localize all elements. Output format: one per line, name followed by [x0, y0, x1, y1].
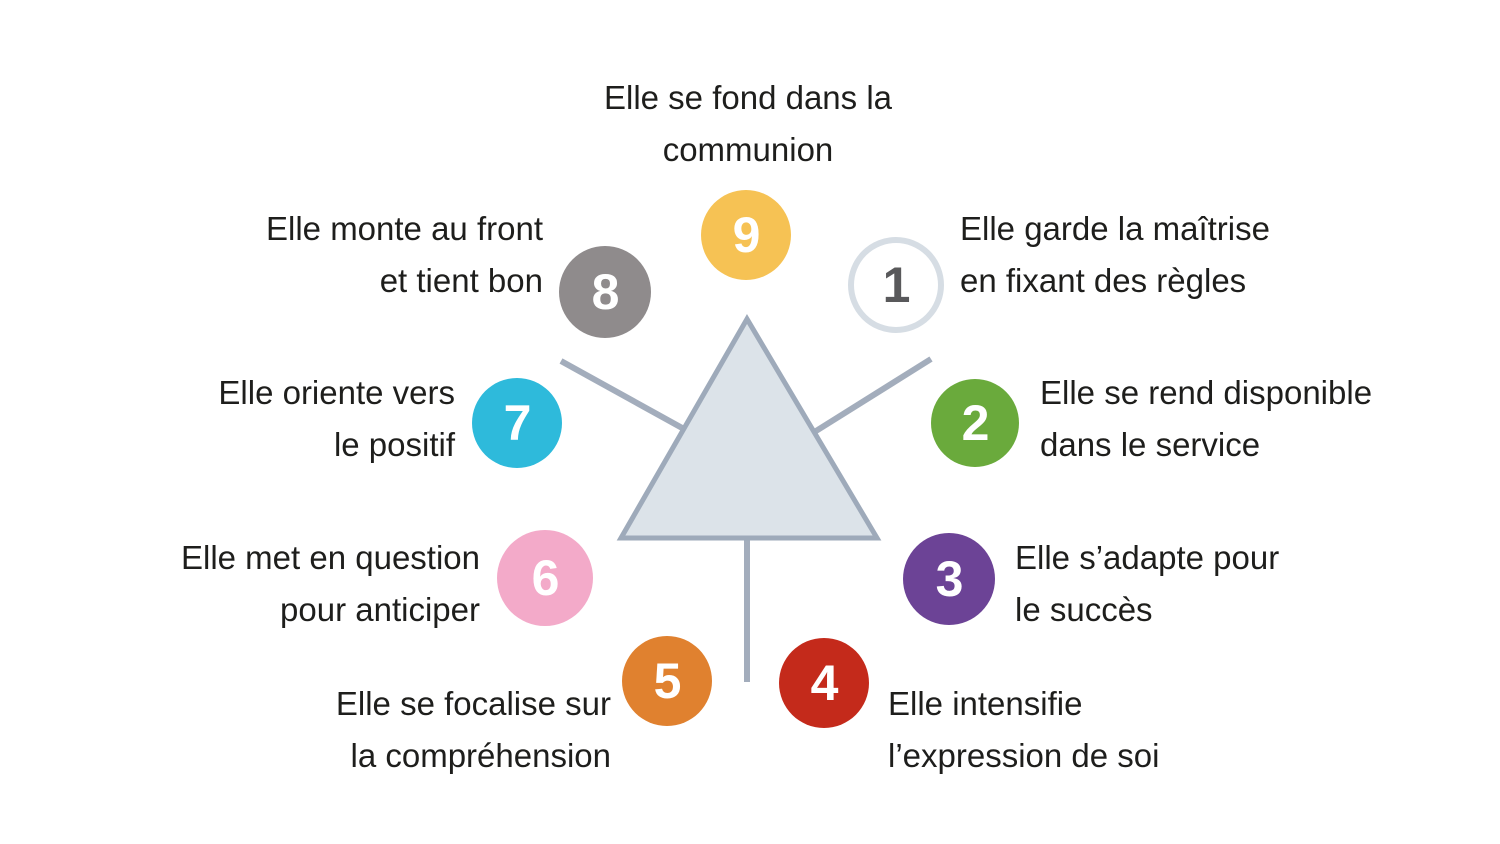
type-5-badge: 5	[622, 636, 712, 726]
label-line: dans le service	[1040, 426, 1261, 463]
type-9-badge: 9	[701, 190, 791, 280]
type-3-label: Elle s’adapte pour le succès	[1015, 532, 1279, 636]
label-line: Elle se fond dans la	[603, 79, 893, 116]
type-4-badge: 4	[779, 638, 869, 728]
type-6-number: 6	[531, 550, 560, 606]
type-1-badge: 1	[848, 237, 944, 333]
type-3-number: 3	[935, 551, 964, 607]
type-7-label: Elle oriente vers le positif	[218, 367, 455, 471]
type-5-number: 5	[653, 653, 682, 709]
type-1-label: Elle garde la maîtrise en fixant des règ…	[960, 203, 1270, 307]
label-line: Elle intensifie	[888, 685, 1083, 722]
type-6-badge: 6	[497, 530, 593, 626]
label-line: Elle oriente vers	[218, 374, 455, 411]
label-line: et tient bon	[379, 262, 543, 299]
type-4-number: 4	[810, 655, 839, 711]
type-5-label: Elle se focalise sur la compréhension	[336, 678, 611, 782]
label-line: Elle s’adapte pour	[1015, 539, 1280, 576]
type-2-label: Elle se rend disponible dans le service	[1040, 367, 1372, 471]
type-2-number: 2	[961, 395, 990, 451]
triangle-shape	[616, 314, 882, 541]
connector-line-left	[559, 358, 686, 432]
type-8-number: 8	[591, 264, 620, 320]
type-8-badge: 8	[559, 246, 651, 338]
type-3-badge: 3	[903, 533, 995, 625]
type-7-number: 7	[503, 395, 532, 451]
type-4-label: Elle intensifie l’expression de soi	[888, 678, 1159, 782]
type-8-label: Elle monte au front et tient bon	[266, 203, 543, 307]
connector-line-right	[814, 356, 933, 434]
label-line: l’expression de soi	[888, 737, 1160, 774]
label-line: le succès	[1015, 591, 1153, 628]
label-line: Elle se rend disponible	[1040, 374, 1373, 411]
type-7-badge: 7	[472, 378, 562, 468]
label-line: Elle met en question	[180, 539, 480, 576]
type-9-number: 9	[732, 207, 761, 263]
label-line: pour anticiper	[280, 591, 480, 628]
label-line: communion	[662, 131, 834, 168]
label-line: Elle garde la maîtrise	[960, 210, 1270, 247]
type-9-label: Elle se fond dans la communion	[604, 72, 892, 176]
label-line: Elle monte au front	[266, 210, 543, 247]
label-line: Elle se focalise sur	[335, 685, 611, 722]
label-line: la compréhension	[350, 737, 612, 774]
type-6-label: Elle met en question pour anticiper	[181, 532, 480, 636]
type-2-badge: 2	[931, 379, 1019, 467]
label-line: en fixant des règles	[960, 262, 1247, 299]
label-line: le positif	[333, 426, 455, 463]
type-1-number: 1	[882, 257, 911, 313]
